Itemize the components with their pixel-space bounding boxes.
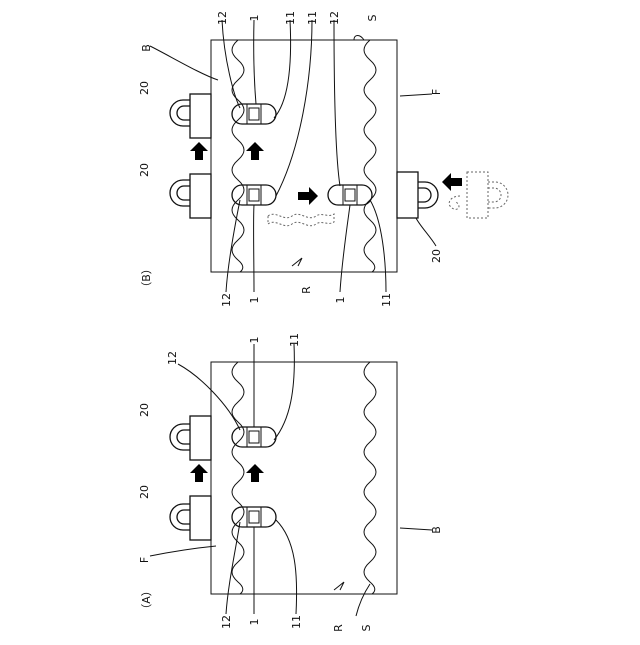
panel-b-ref-R: R [300, 286, 313, 294]
panel-b-ref-11-top-a: 11 [284, 11, 297, 25]
panel-b-ref-11-top-b: 11 [306, 11, 319, 25]
panel-b-arrow-left [442, 173, 462, 191]
panel-b-label: （B） [140, 263, 153, 293]
panel-b-leader-11-top-a [274, 20, 291, 118]
panel-b-dashed-trail [268, 214, 334, 226]
panel-b-magnet-upper [170, 94, 211, 138]
panel-b-right-wavy-surface [364, 40, 376, 272]
panel-a-ref-1-top: 1 [248, 337, 261, 344]
panel-a-ref-1-bottom: 1 [248, 619, 261, 626]
panel-a-ref-11-bottom: 11 [290, 615, 303, 629]
panel-a-ref-11-top: 11 [288, 333, 301, 347]
panel-b-ref-1-top: 1 [248, 15, 261, 22]
panel-a-leader-11-top [274, 344, 294, 440]
panel-b-arrow-R [292, 258, 302, 266]
panel-a-ref-R: R [332, 624, 345, 632]
panel-a-leader-S [356, 584, 370, 616]
panel-a-right-wavy-surface [364, 362, 376, 594]
panel-b-ref-S: S [366, 14, 379, 21]
panel-a-label: （A） [140, 585, 153, 615]
panel-b-leader-B [150, 46, 218, 80]
panel-b-ref-12-top: 12 [216, 11, 229, 25]
panel-a-ref-12-top: 12 [166, 351, 179, 365]
panel-b-magnet-lower [170, 174, 211, 218]
panel-a-ref-F: F [138, 557, 151, 563]
panel-b: （B） B 20 20 12 1 11 11 12 S F 12 1 R 1 1… [138, 11, 508, 307]
panel-b-leader-12-top-b [334, 20, 340, 186]
panel-a-ref-S: S [360, 624, 373, 631]
panel-b-leader-1-bottom-b [340, 205, 350, 292]
panel-a: （A） 12 1 11 20 20 F B 12 1 11 R S [138, 333, 443, 632]
panel-a-ref-12-bottom: 12 [220, 615, 233, 629]
panel-b-ref-1-bottom-b: 1 [334, 297, 347, 304]
panel-a-ref-20-lower: 20 [138, 485, 151, 499]
panel-b-leader-1-top [254, 20, 256, 104]
panel-b-leader-11-bottom [370, 200, 386, 292]
panel-a-arrow-up-right [246, 464, 264, 482]
panel-b-arrow-right [298, 187, 318, 205]
panel-a-leader-F [150, 546, 216, 556]
panel-a-frame [211, 362, 397, 594]
panel-a-capsule-lower [232, 507, 276, 527]
panel-a-leader-B [400, 528, 432, 530]
panel-b-arrow-up-left [190, 142, 208, 160]
panel-a-ref-B: B [430, 526, 443, 534]
panel-b-ref-12-bottom: 12 [220, 293, 233, 307]
panel-b-capsule-middle [232, 185, 276, 205]
panel-b-ref-20-upper: 20 [138, 81, 151, 95]
panel-b-arrow-up-right [246, 142, 264, 160]
panel-b-left-wavy-surface [232, 40, 244, 272]
panel-b-leader-F [400, 94, 432, 96]
panel-b-leader-S [354, 36, 364, 41]
panel-a-arrow-R [334, 582, 344, 590]
panel-a-magnet-upper [170, 416, 211, 460]
panel-b-capsule-top [232, 104, 276, 124]
panel-b-frame [211, 40, 397, 272]
panel-b-leader-12-top [222, 20, 240, 108]
panel-a-capsule-upper [232, 427, 276, 447]
panel-b-leader-20-right [416, 218, 436, 246]
panel-a-leader-12-top [178, 364, 240, 430]
panel-b-ref-B: B [140, 44, 153, 52]
panel-a-magnet-lower [170, 496, 211, 540]
panel-b-ref-1-bottom-a: 1 [248, 297, 261, 304]
panel-b-ref-11-bottom: 11 [380, 293, 393, 307]
panel-b-ref-12-top-b: 12 [328, 11, 341, 25]
panel-b-ref-F: F [430, 89, 443, 95]
panel-a-arrow-up-left [190, 464, 208, 482]
panel-b-ref-20-right: 20 [430, 249, 443, 263]
panel-b-magnet-right [397, 172, 438, 218]
panel-a-leader-11-bottom [276, 520, 297, 614]
panel-b-leader-11-top-b [276, 20, 312, 196]
panel-a-ref-20-upper: 20 [138, 403, 151, 417]
panel-b-capsule-right [328, 185, 372, 205]
panel-b-ref-20-lower: 20 [138, 163, 151, 177]
